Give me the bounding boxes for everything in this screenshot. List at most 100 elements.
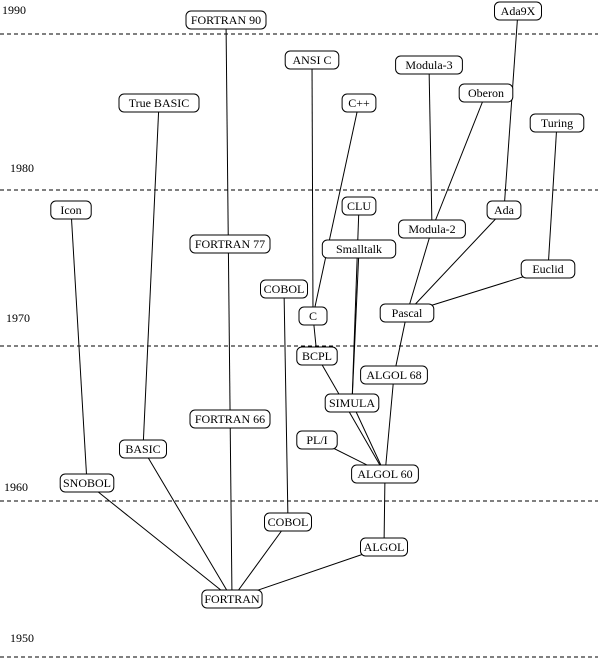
node-cpp: C++ [341, 93, 377, 113]
edge-simula-to-clu [351, 205, 360, 404]
edge-snobol-to-icon [70, 209, 88, 484]
edge-fortran-to-cobol [231, 521, 289, 600]
node-ansic: ANSI C [284, 50, 340, 70]
edge-cobol-to-cobol2 [283, 288, 289, 523]
node-box-clu [341, 196, 377, 216]
node-box-euclid [520, 259, 576, 279]
node-box-truebasic [118, 93, 200, 113]
node-box-cobol2 [260, 279, 308, 299]
node-label-c: C [309, 309, 317, 323]
edge-euclid-to-turing [547, 122, 558, 270]
node-label-pascal: Pascal [392, 306, 423, 320]
node-smalltalk: Smalltalk [321, 239, 397, 259]
node-label-oberon: Oberon [468, 86, 504, 100]
node-box-ansic [284, 50, 340, 70]
node-clu: CLU [341, 196, 377, 216]
edge-fortran-to-basic [142, 448, 233, 600]
node-fortran77: FORTRAN 77 [189, 234, 271, 254]
node-algol: ALGOL [360, 537, 408, 557]
node-label-clu: CLU [347, 199, 371, 213]
node-label-turing: Turing [541, 116, 573, 130]
node-label-smalltalk: Smalltalk [336, 242, 382, 256]
node-c: C [298, 306, 328, 326]
edge-modula2-to-oberon [431, 92, 487, 230]
node-label-ada9x: Ada9X [501, 4, 536, 18]
edge-ada-to-ada9x [503, 10, 519, 211]
node-label-fortran77: FORTRAN 77 [195, 237, 265, 251]
node-box-fortran90 [185, 10, 267, 30]
node-label-simula: SIMULA [329, 396, 375, 410]
node-label-icon: Icon [60, 203, 81, 217]
node-cobol: COBOL [264, 512, 312, 532]
year-label-y1960: 1960 [4, 480, 28, 494]
node-box-bcpl [296, 346, 338, 366]
node-label-ada: Ada [494, 203, 515, 217]
node-box-ada9x [494, 1, 542, 21]
edge-basic-to-truebasic [142, 102, 160, 450]
node-label-cpp: C++ [348, 96, 370, 110]
node-icon: Icon [50, 200, 92, 220]
year-label-y1970: 1970 [6, 311, 30, 325]
edge-pascal-to-ada [406, 209, 505, 314]
node-turing: Turing [529, 113, 585, 133]
node-label-basic: BASIC [125, 442, 160, 456]
node-basic: BASIC [119, 439, 167, 459]
node-label-modula3: Modula-3 [405, 58, 452, 72]
node-box-modula3 [395, 55, 463, 75]
node-box-cpp [341, 93, 377, 113]
node-label-cobol: COBOL [268, 515, 309, 529]
node-label-pli: PL/I [306, 433, 327, 447]
node-box-snobol [59, 473, 115, 493]
node-ada9x: Ada9X [494, 1, 542, 21]
node-box-cobol [264, 512, 312, 532]
node-box-simula [324, 393, 380, 413]
node-algol68: ALGOL 68 [360, 365, 428, 385]
node-box-basic [119, 439, 167, 459]
node-label-fortran: FORTRAN [204, 592, 260, 606]
node-box-pli [296, 430, 338, 450]
node-oberon: Oberon [458, 83, 514, 103]
edge-pascal-to-modula2 [406, 228, 433, 314]
node-snobol: SNOBOL [59, 473, 115, 493]
node-pascal: Pascal [379, 303, 435, 323]
node-truebasic: True BASIC [118, 93, 200, 113]
node-label-algol68: ALGOL 68 [366, 368, 421, 382]
year-label-y1990: 1990 [2, 3, 26, 17]
node-label-algol60: ALGOL 60 [357, 467, 412, 481]
node-simula: SIMULA [324, 393, 380, 413]
edge-algol68-to-pascal [393, 312, 408, 376]
node-box-fortran77 [189, 234, 271, 254]
year-label-y1950: 1950 [10, 631, 34, 645]
node-label-modula2: Modula-2 [408, 222, 455, 236]
node-label-fortran90: FORTRAN 90 [191, 13, 261, 27]
node-label-truebasic: True BASIC [129, 96, 190, 110]
edge-modula2-to-modula3 [428, 64, 433, 230]
node-box-algol68 [360, 365, 428, 385]
node-label-snobol: SNOBOL [63, 476, 111, 490]
edge-fortran-to-snobol [86, 482, 233, 600]
node-label-algol: ALGOL [364, 540, 405, 554]
edge-algol60-to-bcpl [316, 355, 386, 475]
node-pli: PL/I [296, 430, 338, 450]
node-box-algol60 [351, 464, 419, 484]
node-euclid: Euclid [520, 259, 576, 279]
node-box-ada [486, 200, 522, 220]
node-fortran66: FORTRAN 66 [189, 409, 271, 429]
node-fortran: FORTRAN [201, 589, 263, 609]
node-label-bcpl: BCPL [302, 349, 332, 363]
lineage-edges [70, 10, 558, 600]
node-label-euclid: Euclid [532, 262, 563, 276]
node-fortran90: FORTRAN 90 [185, 10, 267, 30]
node-ada: Ada [486, 200, 522, 220]
node-box-turing [529, 113, 585, 133]
node-modula2: Modula-2 [398, 219, 466, 239]
language-nodes: FORTRAN 90 Ada9X ANSI C Modula-3OberonTrue … [50, 1, 585, 609]
edge-algol60-to-simula [351, 402, 386, 475]
node-box-fortran [201, 589, 263, 609]
node-box-algol [360, 537, 408, 557]
node-box-fortran66 [189, 409, 271, 429]
node-box-modula2 [398, 219, 466, 239]
node-algol60: ALGOL 60 [351, 464, 419, 484]
